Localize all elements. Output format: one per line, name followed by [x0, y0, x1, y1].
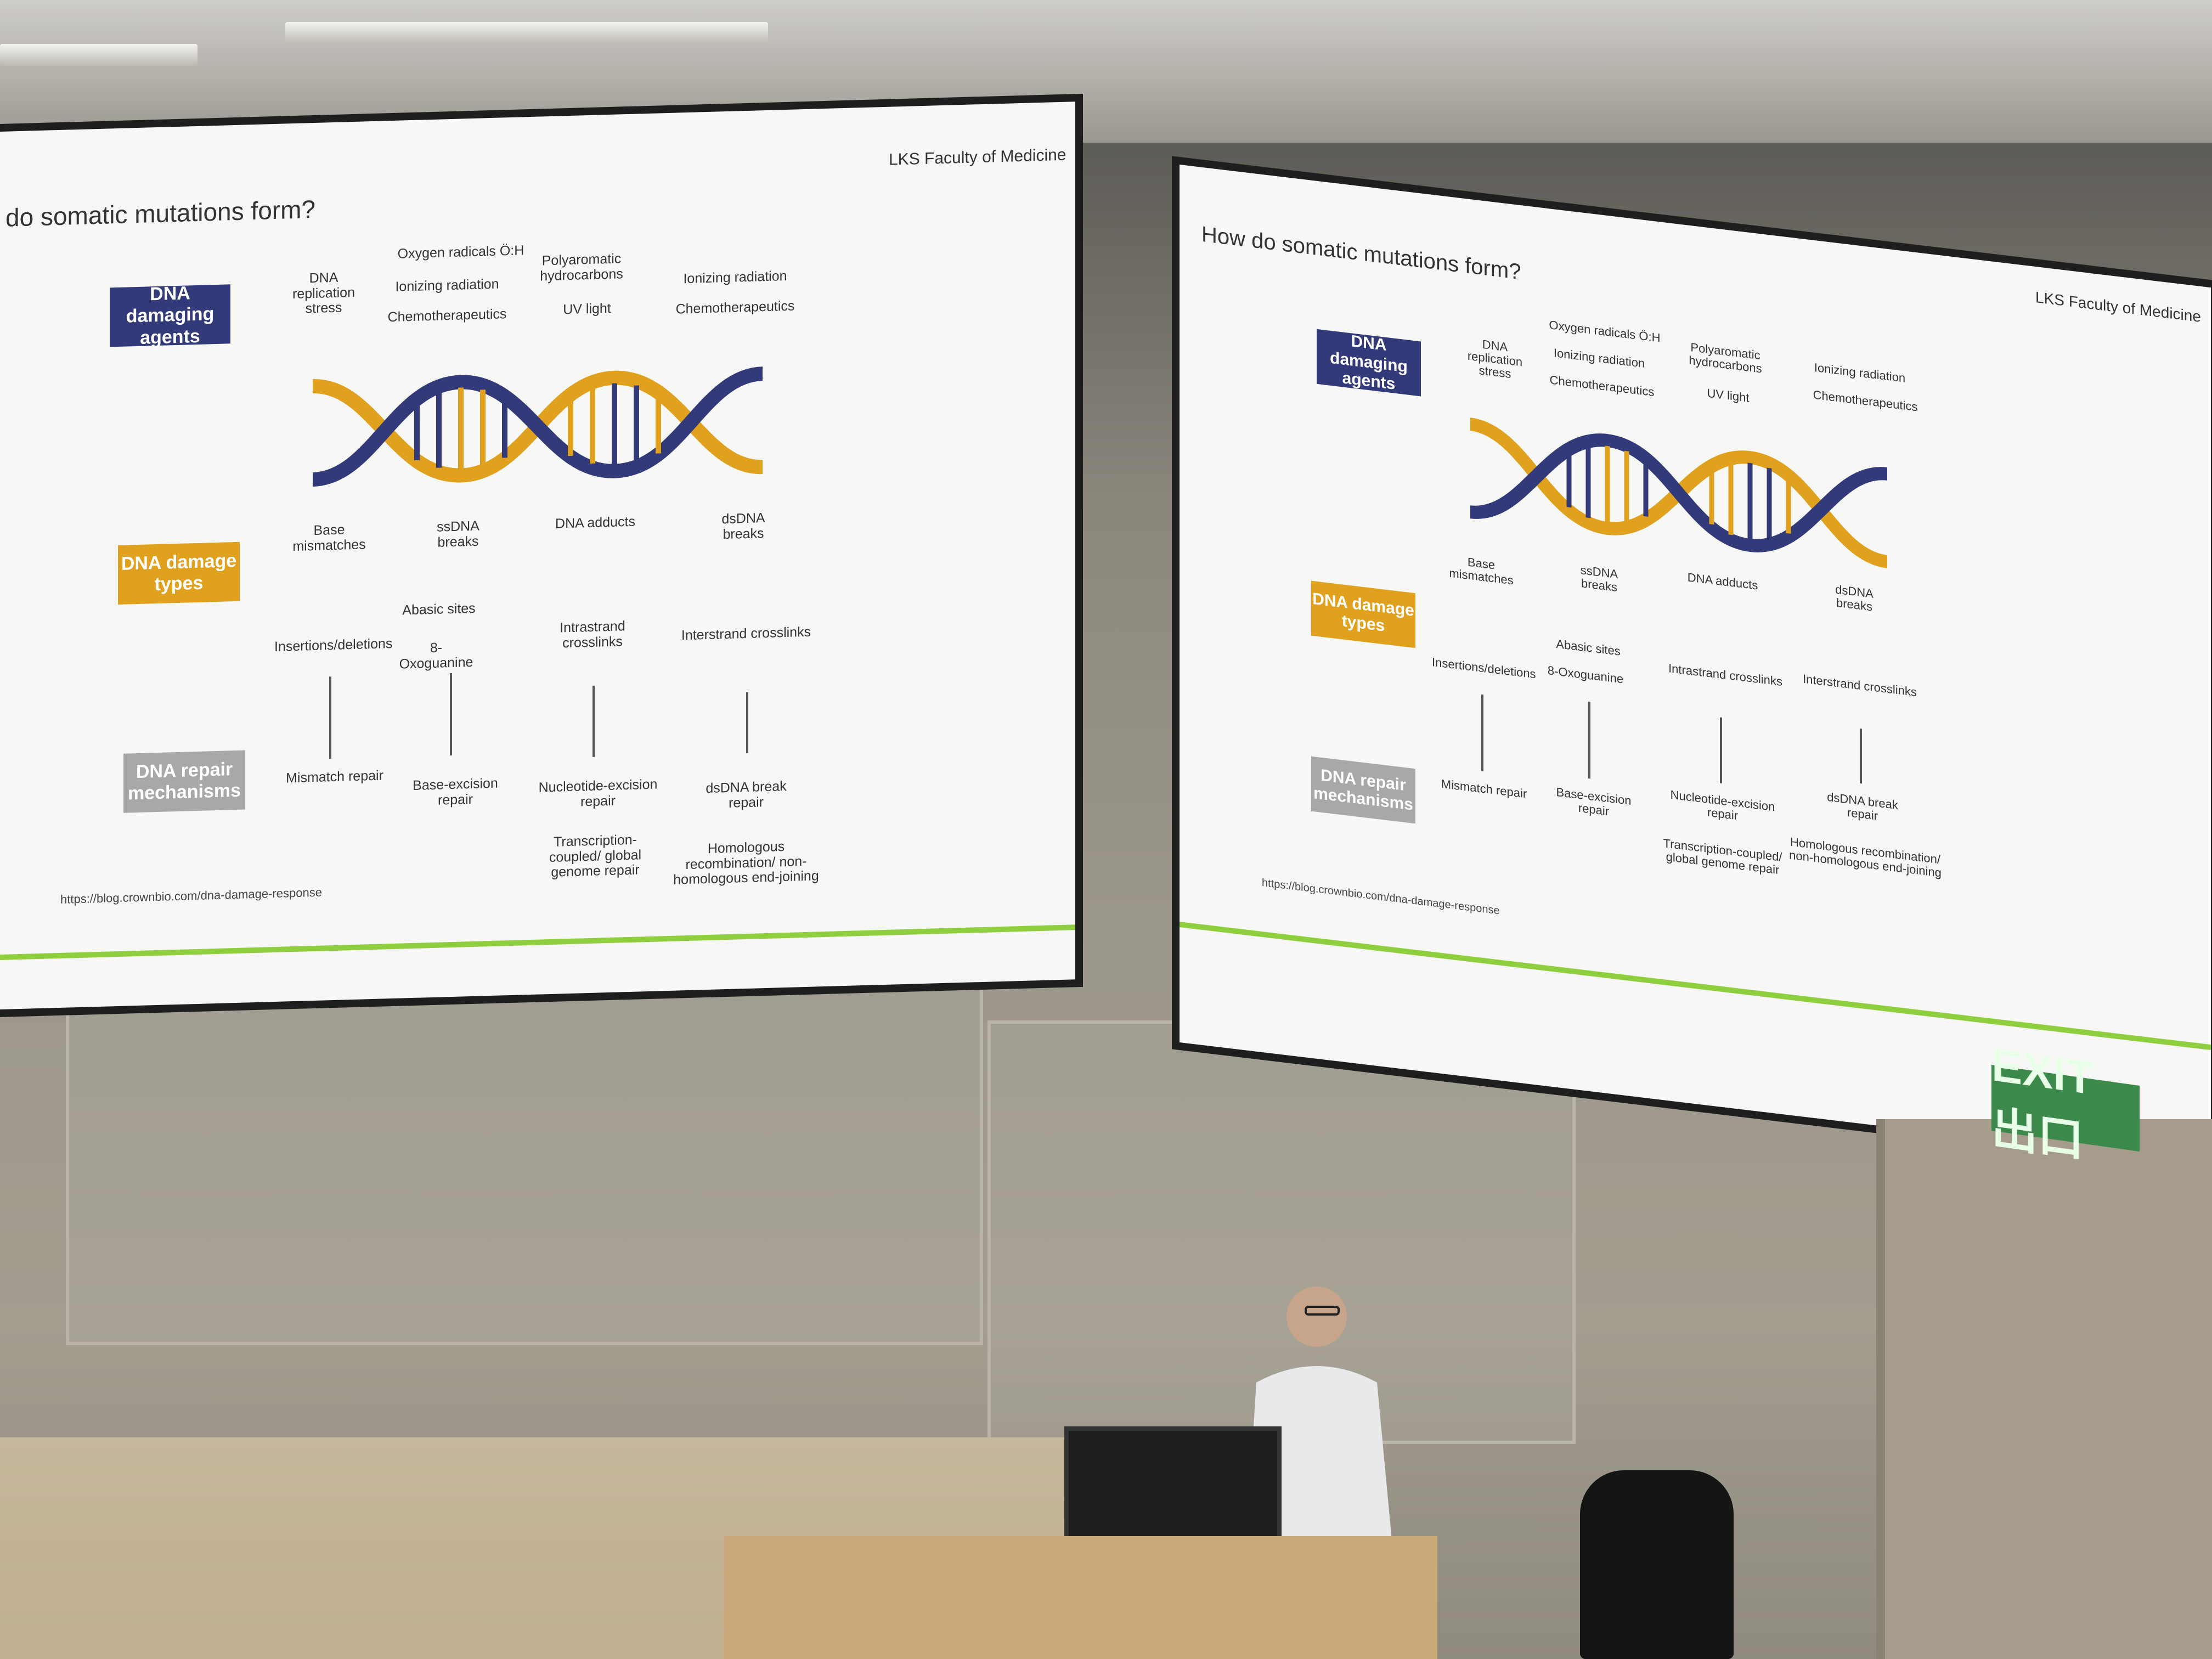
exit-sign: EXIT 出口 [1991, 1039, 2140, 1167]
repair-mismatch: Mismatch repair [286, 768, 383, 786]
projector-screen-right: How do somatic mutations form? LKS Facul… [1180, 165, 2211, 1166]
arrow [746, 692, 748, 753]
repair-base-excision: Base-excision repair [1556, 785, 1632, 819]
lecturer [1245, 1286, 1393, 1558]
lectern-desk [724, 1536, 1437, 1659]
agent-oxygen: Oxygen radicals Ö:H [1549, 318, 1661, 345]
whiteboard-left [66, 966, 983, 1345]
repair-mismatch: Mismatch repair [1441, 776, 1527, 801]
agent-ionizing-1: Ionizing radiation [1553, 346, 1645, 371]
damage-indels: Insertions/deletions [274, 636, 393, 655]
row-label-repair: DNA repair mechanisms [123, 750, 245, 813]
repair-tc-global: Transcription-coupled/ global genome rep… [549, 832, 642, 880]
source-url: https://blog.crownbio.com/dna-damage-res… [1262, 876, 1500, 917]
agent-oxygen: Oxygen radicals Ö:H [397, 242, 524, 262]
repair-nucleotide-excision: Nucleotide-excision repair [538, 776, 658, 809]
agent-uv: UV light [1707, 386, 1750, 405]
office-chair [1580, 1470, 1734, 1659]
dna-helix-graphic [312, 366, 763, 487]
row-label-agents: DNA damaging agents [110, 283, 230, 348]
projector-screen-left: do somatic mutations form? LKS Faculty o… [0, 101, 1075, 1010]
damage-abasic: Abasic sites [1556, 636, 1621, 658]
arrow [592, 685, 595, 757]
damage-adducts: DNA adducts [1687, 570, 1758, 592]
agent-chemo-2: Chemotherapeutics [1813, 387, 1918, 414]
arrow [1481, 694, 1483, 772]
damage-indels: Insertions/deletions [1432, 654, 1536, 681]
row-label-types: DNA damage types [118, 541, 240, 605]
agent-chemo-1: Chemotherapeutics [1549, 373, 1655, 399]
repair-base-excision: Base-excision repair [413, 775, 498, 808]
arrow [1588, 701, 1590, 779]
damage-oxoguanine: 8-Oxoguanine [399, 640, 473, 672]
agent-polyaromatic: Polyaromatic hydrocarbons [540, 251, 623, 284]
slide-brand: LKS Faculty of Medicine [889, 145, 1066, 169]
agent-uv: UV light [563, 300, 611, 318]
agent-chemo-1: Chemotherapeutics [387, 306, 507, 325]
arrow [450, 673, 452, 756]
dna-helix-graphic [1470, 417, 1888, 568]
damage-interstrand: Interstrand crosslinks [681, 624, 811, 644]
slide: do somatic mutations form? LKS Faculty o… [0, 101, 1075, 1009]
damage-base-mismatches: Base mismatches [1449, 555, 1514, 588]
slide-title: do somatic mutations form? [5, 194, 316, 232]
damage-ssdna: ssDNA breaks [1580, 563, 1618, 595]
damage-oxoguanine: 8-Oxoguanine [1547, 663, 1624, 686]
repair-hr-nhej: Homologous recombination/ non-homologous… [673, 839, 819, 888]
damage-dsdna: dsDNA breaks [721, 510, 765, 542]
row-label-repair: DNA repair mechanisms [1311, 756, 1415, 824]
agent-polyaromatic: Polyaromatic hydrocarbons [1689, 340, 1762, 376]
agent-replication: DNA replication stress [1467, 337, 1523, 381]
repair-dsdna-break: dsDNA break repair [1827, 789, 1898, 823]
damage-interstrand: Interstrand crosslinks [1803, 672, 1917, 699]
agent-replication: DNA replication stress [292, 269, 355, 317]
arrow [329, 676, 331, 759]
damage-intrastrand: Intrastrand crosslinks [560, 618, 625, 651]
agent-ionizing-2: Ionizing radiation [1814, 360, 1906, 385]
repair-hr-nhej: Homologous recombination/ non-homologous… [1789, 834, 1942, 880]
source-url: https://blog.crownbio.com/dna-damage-res… [60, 885, 322, 906]
arrow [1860, 728, 1862, 784]
damage-base-mismatches: Base mismatches [292, 522, 366, 554]
row-label-agents: DNA damaging agents [1317, 329, 1421, 397]
damage-ssdna: ssDNA breaks [437, 518, 479, 550]
slide-accent-line [1180, 922, 2211, 1051]
slide: How do somatic mutations form? LKS Facul… [1180, 165, 2211, 1165]
damage-dsdna: dsDNA breaks [1835, 582, 1874, 614]
slide-title: How do somatic mutations form? [1201, 222, 1521, 285]
ceiling [0, 0, 2212, 143]
slide-accent-line [0, 924, 1075, 960]
repair-dsdna-break: dsDNA break repair [706, 778, 787, 811]
damage-abasic: Abasic sites [402, 600, 476, 618]
ceiling-light [285, 22, 768, 44]
arrow [1720, 717, 1722, 783]
ceiling-light [0, 44, 198, 66]
slide-brand: LKS Faculty of Medicine [2035, 289, 2201, 326]
damage-intrastrand: Intrastrand crosslinks [1668, 661, 1782, 689]
repair-tc-global: Transcription-coupled/ global genome rep… [1663, 836, 1782, 877]
agent-ionizing-1: Ionizing radiation [395, 276, 499, 295]
repair-nucleotide-excision: Nucleotide-excision repair [1670, 787, 1775, 823]
agent-ionizing-2: Ionizing radiation [683, 268, 787, 287]
doorway [1876, 1119, 2212, 1659]
damage-adducts: DNA adducts [555, 514, 635, 532]
row-label-types: DNA damage types [1311, 580, 1415, 648]
agent-chemo-2: Chemotherapeutics [675, 298, 795, 317]
